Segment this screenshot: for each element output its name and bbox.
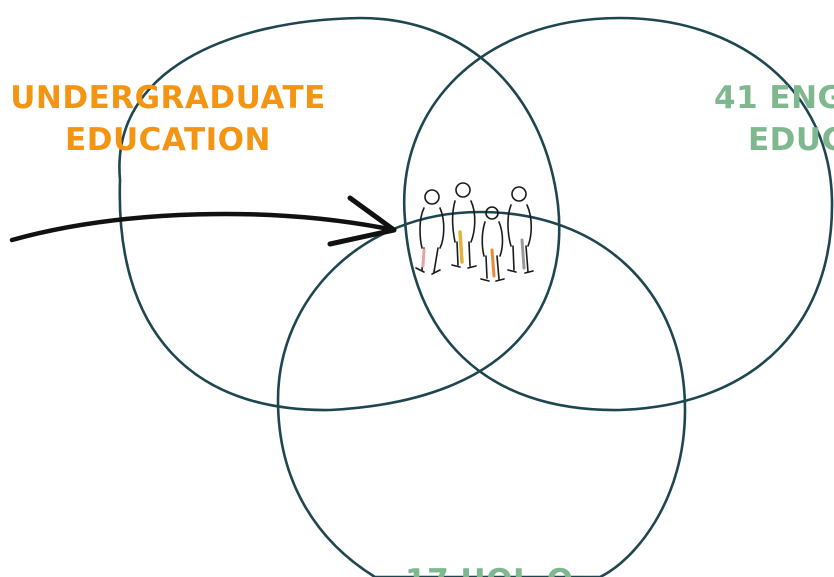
label-undergraduate: UNDERGRADUATE [10, 80, 326, 116]
person-figure [507, 186, 534, 274]
label-english-education: EDUC [748, 122, 834, 158]
people-group-icon [415, 182, 534, 282]
label-bottom: 17 UOL-O [405, 563, 573, 577]
circle-bottom-group [276, 210, 687, 577]
person-figure [451, 182, 477, 269]
person-figure [415, 189, 445, 275]
circle-english-education [402, 16, 834, 412]
label-english: 41 ENGI [714, 80, 834, 116]
person-figure [480, 206, 505, 282]
circle-undergraduate-education [118, 16, 561, 412]
label-education: EDUCATION [65, 122, 271, 158]
arrow-right-icon [9, 195, 397, 247]
